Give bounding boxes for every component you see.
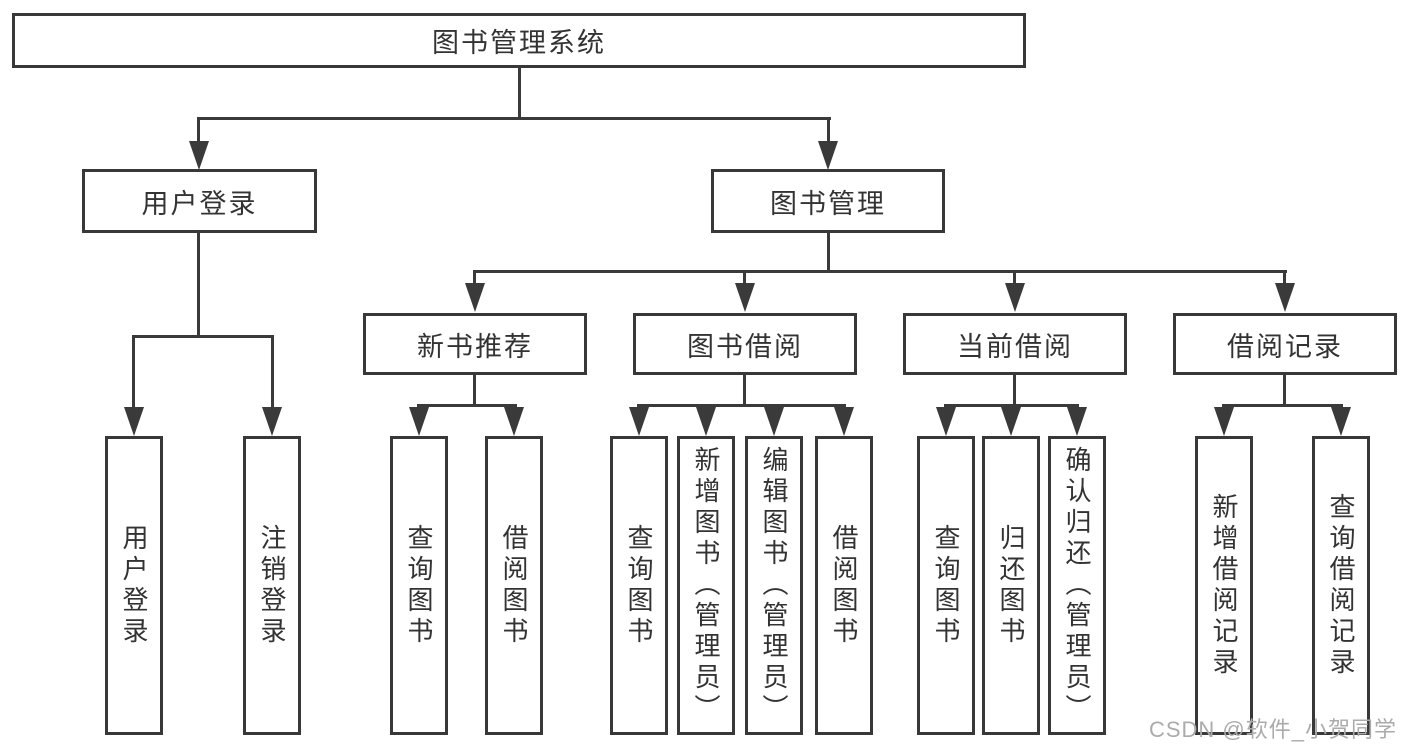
connector-line xyxy=(132,335,274,338)
connector-line xyxy=(637,404,846,407)
node-new-book-recommend-label: 新书推荐 xyxy=(417,331,533,362)
node-book-management-label: 图书管理 xyxy=(770,188,886,219)
leaf-user-login: 用户登录 xyxy=(105,436,163,735)
connector-line xyxy=(1013,372,1016,407)
connector-arrow xyxy=(629,407,649,436)
leaf-borrow-books: 借阅图书 xyxy=(815,436,873,735)
connector-arrow xyxy=(1067,407,1087,436)
connector-arrow xyxy=(409,407,429,436)
leaf-return-book: 归还图书 xyxy=(982,436,1040,735)
node-root-label: 图书管理系统 xyxy=(432,28,606,58)
node-current-borrow-label: 当前借阅 xyxy=(957,331,1073,362)
connector-line xyxy=(473,270,476,286)
leaf-confirm-return-admin: 确认归还（管理员） xyxy=(1048,436,1106,735)
leaf-user-login-label: 用户登录 xyxy=(119,523,149,648)
leaf-query-books-borrow-label: 查询图书 xyxy=(624,523,654,648)
connector-line xyxy=(743,270,746,286)
connector-line xyxy=(1283,372,1286,407)
leaf-add-borrow-record: 新增借阅记录 xyxy=(1195,436,1253,735)
connector-line xyxy=(1283,270,1286,286)
leaf-edit-book-admin: 编辑图书（管理员） xyxy=(745,436,803,735)
leaf-borrow-books-recommend: 借阅图书 xyxy=(485,436,543,735)
connector-line xyxy=(271,335,274,410)
node-current-borrow: 当前借阅 xyxy=(903,313,1127,375)
node-book-borrow-label: 图书借阅 xyxy=(687,331,803,362)
connector-arrow xyxy=(465,283,485,312)
connector-arrow xyxy=(696,407,716,436)
leaf-logout: 注销登录 xyxy=(243,436,301,735)
node-new-book-recommend: 新书推荐 xyxy=(363,313,587,375)
leaf-query-books-borrow: 查询图书 xyxy=(610,436,668,735)
leaf-query-books-recommend-label: 查询图书 xyxy=(404,523,434,648)
connector-arrow xyxy=(834,407,854,436)
connector-arrow xyxy=(1275,283,1295,312)
connector-arrow xyxy=(1331,407,1351,436)
leaf-borrow-books-recommend-label: 借阅图书 xyxy=(499,523,529,648)
leaf-add-book-admin-label: 新增图书（管理员） xyxy=(691,446,721,725)
connector-arrow xyxy=(818,141,838,170)
connector-line xyxy=(473,270,1287,273)
node-book-borrow: 图书借阅 xyxy=(633,313,857,375)
leaf-return-book-label: 归还图书 xyxy=(996,523,1026,648)
connector-line xyxy=(473,372,476,407)
connector-line xyxy=(132,335,135,410)
node-book-management: 图书管理 xyxy=(711,169,945,233)
leaf-query-borrow-record-label: 查询借阅记录 xyxy=(1326,492,1356,679)
leaf-borrow-books-label: 借阅图书 xyxy=(829,523,859,648)
connector-arrow xyxy=(504,407,524,436)
connector-line xyxy=(197,117,200,144)
connector-line xyxy=(1222,404,1343,407)
node-borrow-records-label: 借阅记录 xyxy=(1227,331,1343,362)
connector-line xyxy=(743,372,746,407)
connector-arrow xyxy=(1214,407,1234,436)
connector-line xyxy=(944,404,1079,407)
leaf-edit-book-admin-label: 编辑图书（管理员） xyxy=(759,446,789,725)
leaf-query-books-current-label: 查询图书 xyxy=(931,523,961,648)
connector-arrow xyxy=(189,141,209,170)
connector-line xyxy=(518,66,521,120)
connector-line xyxy=(827,117,830,144)
connector-line xyxy=(417,404,517,407)
connector-arrow xyxy=(1001,407,1021,436)
leaf-query-books-recommend: 查询图书 xyxy=(390,436,448,735)
connector-line xyxy=(827,231,830,273)
leaf-query-borrow-record: 查询借阅记录 xyxy=(1312,436,1370,735)
connector-arrow xyxy=(735,283,755,312)
connector-arrow xyxy=(262,407,282,436)
node-user-login: 用户登录 xyxy=(82,169,317,233)
connector-arrow xyxy=(764,407,784,436)
node-user-login-label: 用户登录 xyxy=(141,188,258,219)
leaf-logout-label: 注销登录 xyxy=(257,523,287,648)
leaf-add-book-admin: 新增图书（管理员） xyxy=(677,436,735,735)
node-borrow-records: 借阅记录 xyxy=(1173,313,1397,375)
csdn-watermark: CSDN @软件_小贺同学 xyxy=(1148,717,1397,742)
leaf-confirm-return-admin-label: 确认归还（管理员） xyxy=(1062,446,1092,725)
node-root: 图书管理系统 xyxy=(12,13,1026,68)
connector-line xyxy=(1013,270,1016,286)
connector-line xyxy=(197,231,200,338)
connector-arrow xyxy=(936,407,956,436)
leaf-query-books-current: 查询图书 xyxy=(917,436,975,735)
connector-arrow xyxy=(124,407,144,436)
connector-line xyxy=(197,117,831,120)
connector-arrow xyxy=(1005,283,1025,312)
leaf-add-borrow-record-label: 新增借阅记录 xyxy=(1209,492,1239,679)
